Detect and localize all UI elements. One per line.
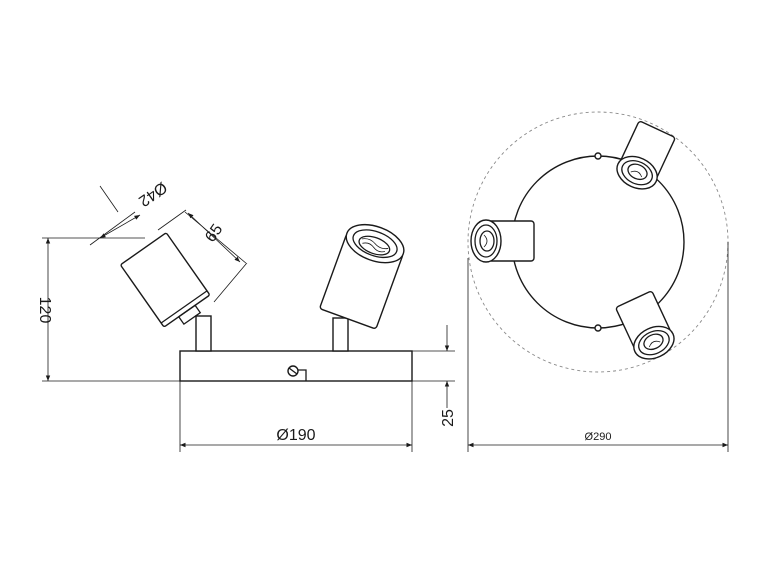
top-spot-left xyxy=(470,219,535,263)
side-view: Ø42 65 120 25 Ø190 xyxy=(36,178,457,452)
top-view: Ø290 xyxy=(467,111,729,452)
dim-spot-diameter-label: Ø42 xyxy=(135,178,170,209)
dim-spot-length-label: 65 xyxy=(202,221,226,245)
dim-height: 120 xyxy=(36,237,180,382)
left-spot xyxy=(120,232,210,328)
dim-overall-diameter-label: Ø290 xyxy=(585,431,612,443)
dim-base-height: 25 xyxy=(412,325,457,427)
dim-overall-diameter: Ø290 xyxy=(467,242,729,452)
right-spot xyxy=(319,223,405,329)
base-disc xyxy=(511,155,685,329)
dim-base-height-label: 25 xyxy=(440,409,457,427)
base-screw xyxy=(287,365,307,381)
base-plate xyxy=(179,350,413,382)
dim-spot-diameter: Ø42 xyxy=(89,178,187,246)
dim-height-label: 120 xyxy=(36,297,53,324)
left-spot-stem xyxy=(195,315,212,352)
dim-base-diameter-label: Ø190 xyxy=(276,427,315,444)
top-spot-upper xyxy=(616,121,676,190)
right-spot-stem xyxy=(332,317,349,352)
top-spot-lower xyxy=(615,291,675,360)
dim-base-diameter: Ø190 xyxy=(179,381,413,452)
